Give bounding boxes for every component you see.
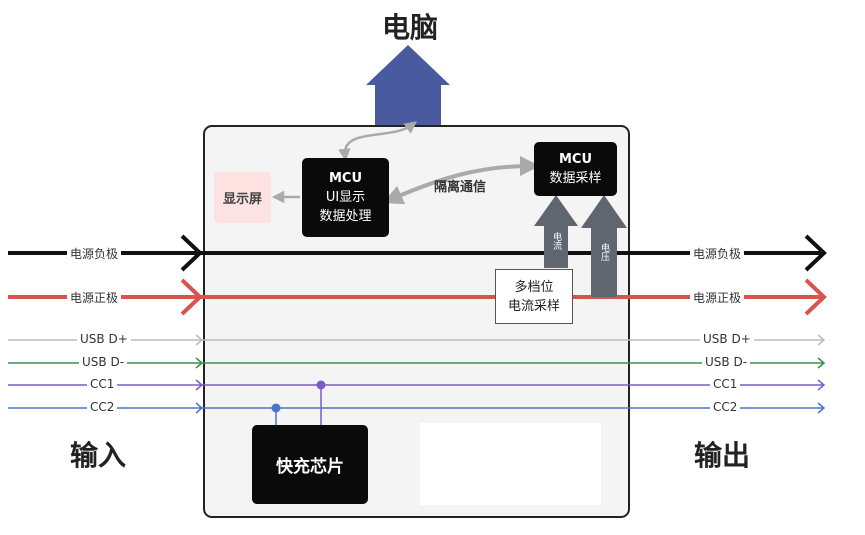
mcu-pc-link [338, 121, 418, 162]
dplus-output-label: USB D+ [700, 332, 754, 346]
neg-input-label: 电源负极 [67, 245, 122, 262]
pos-output-chevron [804, 278, 827, 316]
fast-charge-chip-label: 快充芯片 [276, 457, 344, 477]
voltage-arrow-label: 电压 [599, 243, 609, 261]
cc2-output-label: CC2 [710, 400, 741, 414]
neg-output-chevron [804, 234, 827, 272]
dminus-input-label: USB D- [79, 355, 128, 369]
isolation-label: 隔离通信 [434, 180, 487, 195]
multi-sample-line2: 电流采样 [507, 298, 560, 314]
mcu-left-title: MCU [328, 171, 363, 186]
usb-dminus-line [8, 357, 826, 369]
pc-up-arrow [366, 45, 450, 125]
input-label: 输入 [70, 439, 127, 472]
cc1-output-label: CC1 [710, 377, 741, 391]
cc1-input-label: CC1 [87, 377, 118, 391]
fast-charge-chip-box: 快充芯片 [252, 425, 368, 504]
usb-dplus-line [8, 334, 826, 346]
display-label: 显示屏 [222, 192, 262, 207]
pos-input-chevron [180, 278, 203, 316]
multi-sample-line1: 多档位 [514, 279, 554, 295]
cc2-input-label: CC2 [87, 400, 118, 414]
neg-output-label: 电源负极 [690, 245, 745, 262]
current-arrow-label: 电流 [551, 232, 561, 250]
pos-output-label: 电源正极 [690, 289, 745, 306]
multi-sample-box: 多档位 电流采样 [495, 269, 573, 324]
cc2-line [8, 402, 826, 414]
pos-input-label: 电源正极 [67, 289, 122, 306]
output-label: 输出 [694, 439, 751, 472]
mcu-right-line1: 数据采样 [549, 171, 602, 186]
dminus-output-label: USB D- [702, 355, 751, 369]
dplus-input-label: USB D+ [77, 332, 131, 346]
blank-area [420, 423, 601, 505]
cc1-junction [316, 380, 326, 390]
current-sample-arrow [534, 195, 578, 268]
mcu-left-box: MCU UI显示 数据处理 [302, 158, 389, 237]
mcu-left-line2: 数据处理 [319, 209, 372, 224]
voltage-sample-arrow [581, 195, 627, 297]
cc1-line [8, 379, 826, 391]
pc-label: 电脑 [382, 11, 439, 44]
mcu-right-box: MCU 数据采样 [534, 142, 617, 196]
isolation-link [382, 156, 540, 205]
cc2-junction [271, 403, 281, 413]
mcu-right-title: MCU [558, 152, 593, 167]
display-box: 显示屏 [214, 172, 271, 223]
neg-input-chevron [180, 234, 203, 272]
mcu-left-line1: UI显示 [325, 190, 366, 205]
